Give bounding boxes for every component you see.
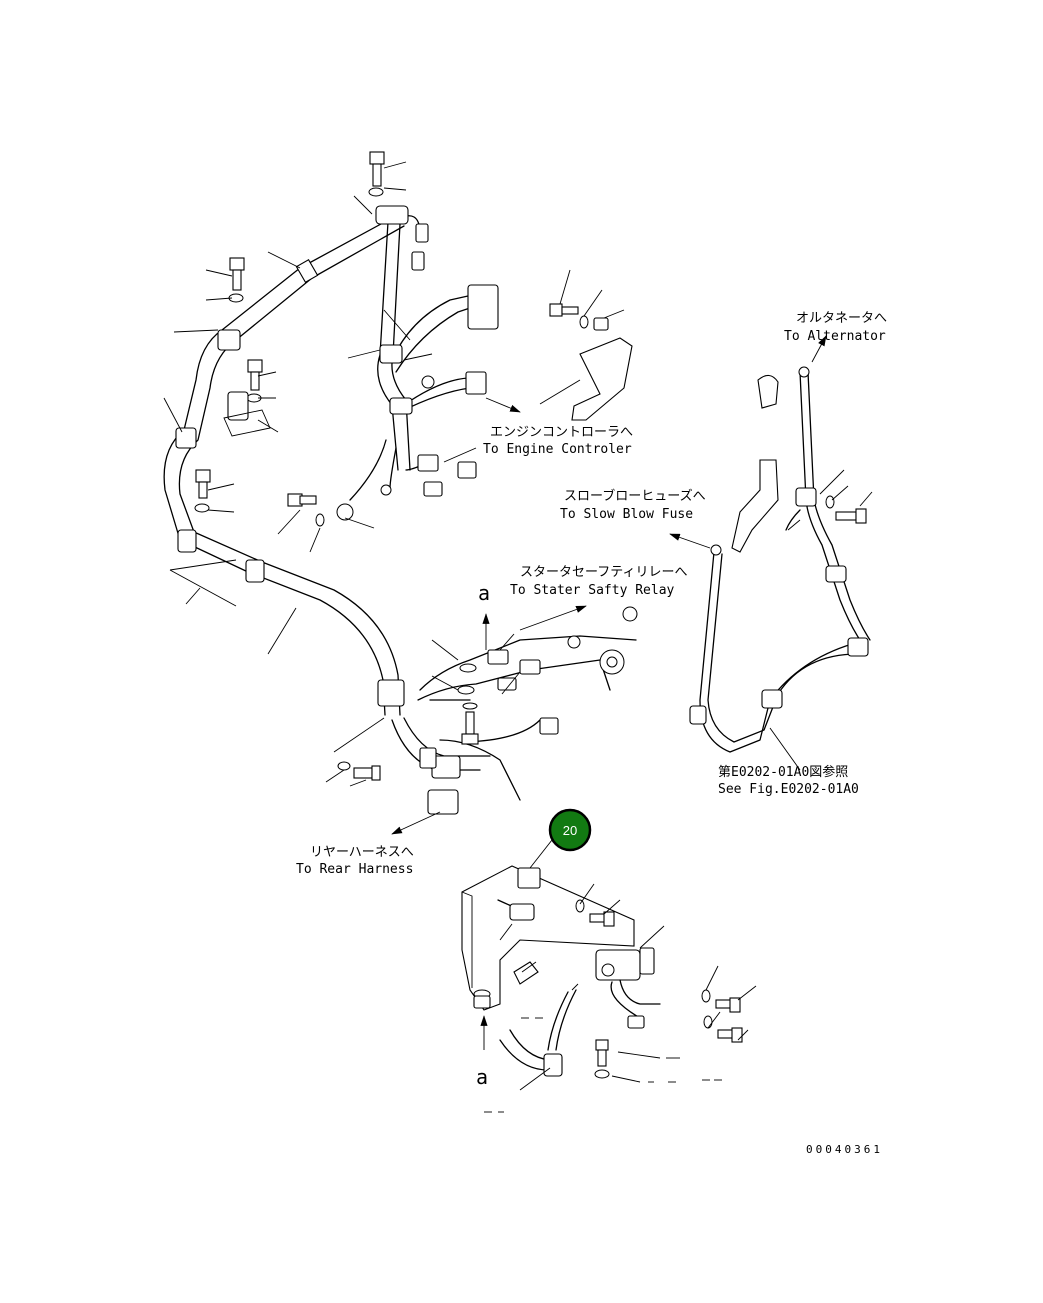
callout-badge-number: 20	[563, 823, 577, 838]
engine-controller-label-en: To Engine Controler	[483, 442, 632, 457]
starter-relay-label-jp: スタータセーフティリレーへ	[520, 565, 687, 580]
relay-bracket-assembly	[461, 839, 757, 1113]
alternator-label-en: To Alternator	[784, 329, 886, 344]
see-figure-label-jp: 第E0202-01A0図参照	[718, 764, 848, 780]
view-a-marker-top: a	[478, 581, 490, 605]
callout-badge-20[interactable]: 20	[548, 808, 592, 852]
engine-controller-label-jp: エンジンコントローラへ	[490, 425, 633, 440]
annotation-labels: オルタネータへ To Alternator エンジンコントローラへ To Eng…	[296, 311, 887, 1156]
main-harness	[163, 151, 638, 835]
see-figure-label-en: See Fig.E0202-01A0	[718, 782, 859, 797]
rear-harness-label-jp: リヤーハーネスへ	[310, 845, 414, 860]
alternator-cable-assembly	[669, 335, 873, 771]
drawing-number: 00040361	[806, 1143, 883, 1156]
view-a-marker-bottom: a	[476, 1065, 488, 1089]
slow-blow-fuse-label-en: To Slow Blow Fuse	[560, 507, 693, 522]
alternator-label-jp: オルタネータへ	[796, 311, 887, 326]
starter-relay-label-en: To Stater Safty Relay	[510, 583, 675, 598]
rear-harness-label-en: To Rear Harness	[296, 862, 413, 877]
callout-badge-circle	[548, 808, 592, 852]
slow-blow-fuse-label-jp: スローブローヒューズへ	[564, 488, 706, 504]
